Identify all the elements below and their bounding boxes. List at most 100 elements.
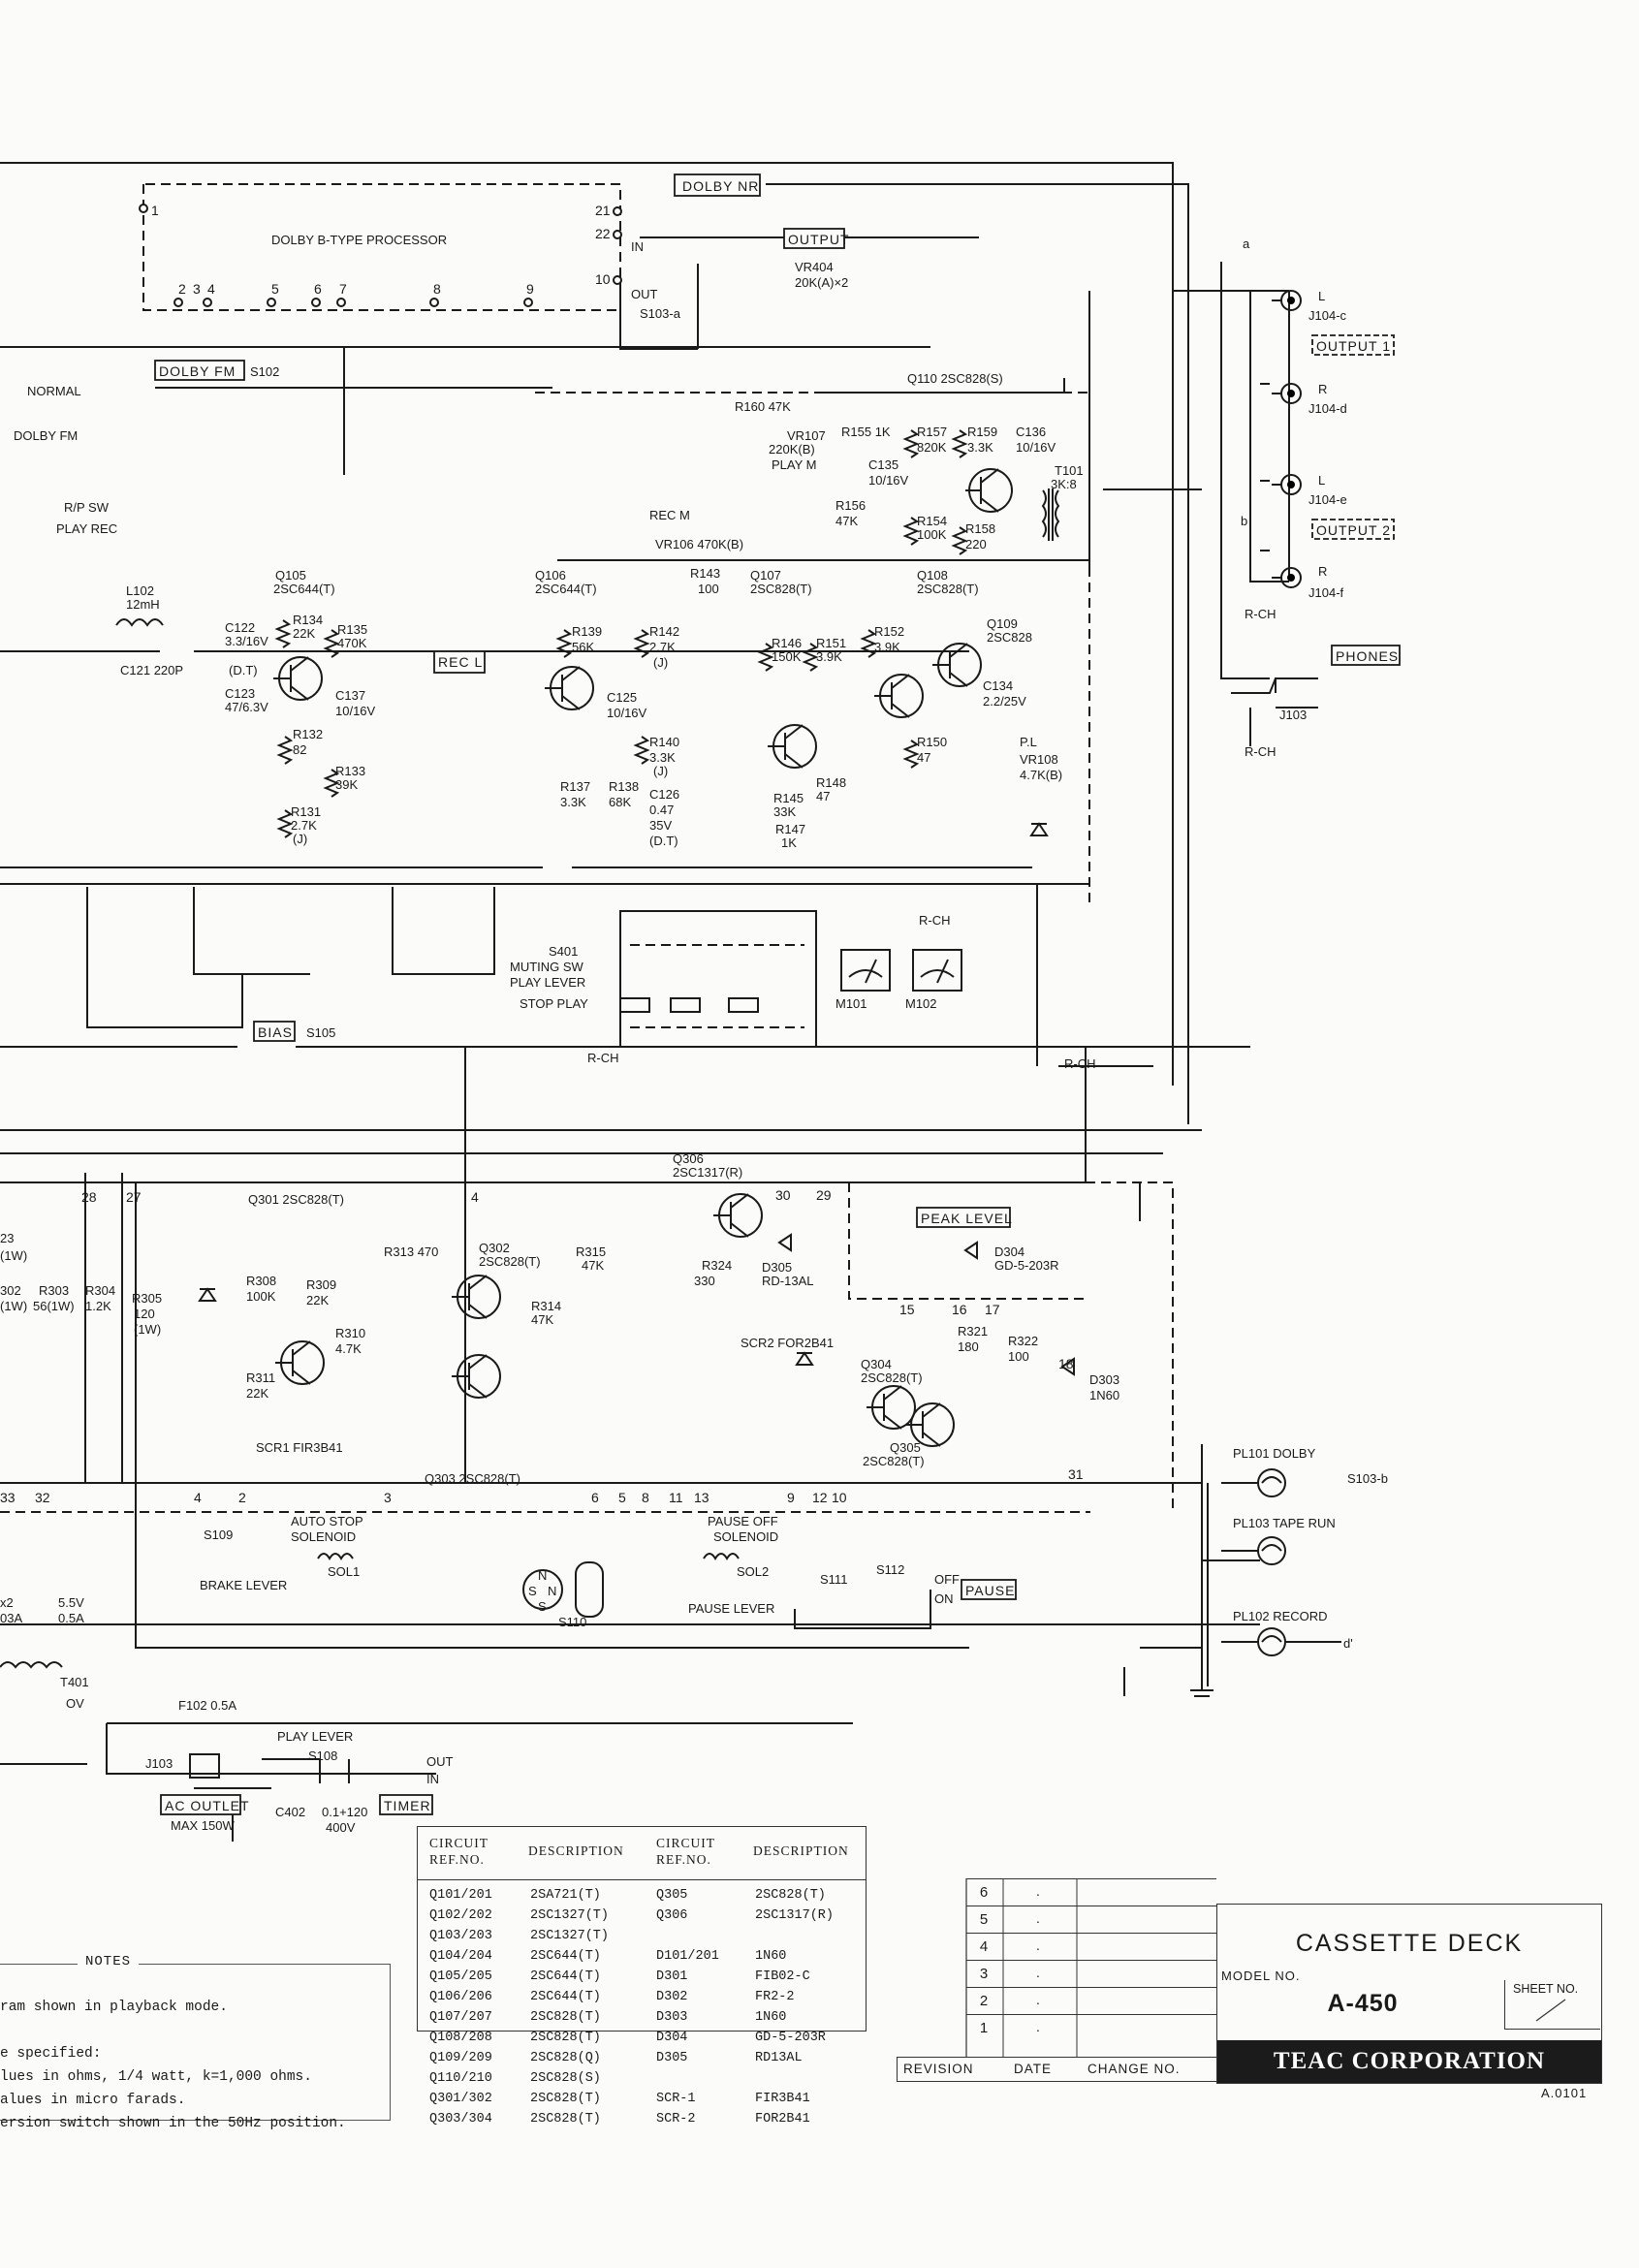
svg-text:28: 28 — [81, 1189, 97, 1205]
svg-text:3K:8: 3K:8 — [1051, 477, 1077, 491]
svg-text:PLAY LEVER: PLAY LEVER — [510, 975, 585, 990]
svg-text:400V: 400V — [326, 1820, 356, 1835]
parts-right-desc-0: 2SC828(T) — [755, 1888, 826, 1903]
svg-text:J104-c: J104-c — [1308, 308, 1347, 323]
svg-text:N: N — [538, 1568, 547, 1583]
parts-left-desc-6: 2SC828(T) — [530, 2010, 601, 2025]
svg-text:R157: R157 — [917, 425, 947, 439]
svg-text:100: 100 — [1008, 1349, 1029, 1364]
svg-text:R160 47K: R160 47K — [735, 399, 791, 414]
svg-text:27: 27 — [126, 1189, 142, 1205]
svg-text:100K: 100K — [246, 1289, 276, 1304]
svg-text:R-CH: R-CH — [587, 1051, 619, 1065]
peak-level-label-box: PEAK LEVEL — [916, 1207, 1013, 1228]
header-circuit-ref-left: CIRCUIT REF.NO. — [429, 1836, 489, 1867]
svg-text:R147: R147 — [775, 822, 805, 836]
svg-text:R324: R324 — [702, 1258, 732, 1273]
svg-text:S103-a: S103-a — [640, 306, 681, 321]
svg-text:22K: 22K — [306, 1293, 329, 1307]
svg-text:R310: R310 — [335, 1326, 365, 1340]
meter-m101 — [840, 949, 891, 992]
svg-text:56K: 56K — [572, 640, 594, 654]
svg-text:SOLENOID: SOLENOID — [291, 1529, 356, 1544]
svg-text:39K: 39K — [335, 777, 358, 792]
svg-text:2.7K: 2.7K — [649, 640, 676, 654]
svg-text:N: N — [548, 1584, 556, 1598]
svg-text:C123: C123 — [225, 686, 255, 701]
parts-right-ref-1: Q306 — [656, 1908, 688, 1923]
transformer-t401 — [0, 1661, 63, 1669]
parts-right-ref-11: SCR-2 — [656, 2112, 696, 2126]
svg-text:4.7K(B): 4.7K(B) — [1020, 768, 1062, 782]
svg-text:15: 15 — [899, 1302, 915, 1317]
svg-text:C125: C125 — [607, 690, 637, 705]
svg-text:8: 8 — [642, 1490, 649, 1505]
svg-text:PEAK LEVEL: PEAK LEVEL — [921, 1211, 1013, 1226]
svg-text:b: b — [1241, 514, 1247, 528]
svg-text:R134: R134 — [293, 613, 323, 627]
notes-line: e specified: — [0, 2046, 102, 2062]
parts-left-ref-11: Q303/304 — [429, 2112, 492, 2126]
svg-text:R142: R142 — [649, 624, 679, 639]
inductor-l102 — [115, 618, 164, 627]
parts-left-desc-10: 2SC828(T) — [530, 2092, 601, 2106]
svg-text:OUTPUT 2: OUTPUT 2 — [1316, 522, 1391, 538]
svg-text:20K(A)×2: 20K(A)×2 — [795, 275, 848, 290]
product-name: CASSETTE DECK — [1295, 1930, 1524, 1957]
svg-text:SOL2: SOL2 — [737, 1564, 769, 1579]
svg-text:2.2/25V: 2.2/25V — [983, 694, 1026, 709]
parts-left-ref-0: Q101/201 — [429, 1888, 492, 1903]
svg-text:Q108: Q108 — [917, 568, 948, 583]
svg-text:D304: D304 — [994, 1244, 1024, 1259]
svg-text:10: 10 — [832, 1490, 847, 1505]
svg-text:PAUSE: PAUSE — [965, 1583, 1015, 1598]
svg-text:S111: S111 — [820, 1572, 847, 1587]
svg-text:R311: R311 — [246, 1370, 275, 1385]
svg-text:J104-e: J104-e — [1308, 492, 1347, 507]
parts-right-desc-9 — [755, 2068, 834, 2089]
svg-text:2SC828(T): 2SC828(T) — [750, 582, 812, 596]
svg-text:C122: C122 — [225, 620, 255, 635]
svg-text:(D.T): (D.T) — [649, 834, 678, 848]
svg-text:Q306: Q306 — [673, 1151, 704, 1166]
parts-left-desc-col: 2SA721(T)2SC1327(T)2SC1327(T)2SC644(T)2S… — [530, 1885, 609, 2129]
rec-l-label-box: REC L — [433, 650, 486, 674]
svg-text:(1W): (1W) — [0, 1299, 27, 1313]
svg-text:R154: R154 — [917, 514, 947, 528]
svg-text:C135: C135 — [868, 457, 898, 472]
svg-text:J103: J103 — [1279, 708, 1307, 722]
svg-text:L: L — [1318, 473, 1325, 488]
svg-text:S105: S105 — [306, 1025, 335, 1040]
dolby-nr-label-box: DOLBY NR — [674, 173, 761, 197]
svg-text:R303: R303 — [39, 1283, 69, 1298]
svg-text:(J): (J) — [653, 655, 668, 670]
revision-date-mark: . — [1036, 1883, 1040, 1899]
svg-text:AC OUTLET: AC OUTLET — [165, 1798, 250, 1813]
svg-text:Q304: Q304 — [861, 1357, 892, 1371]
svg-text:6: 6 — [591, 1490, 599, 1505]
svg-text:Q106: Q106 — [535, 568, 566, 583]
svg-text:REC L: REC L — [438, 654, 483, 670]
diodes-lower — [198, 822, 1075, 1376]
transistor-q108 — [874, 674, 924, 718]
svg-text:R305: R305 — [132, 1291, 162, 1306]
parts-left-desc-3: 2SC644(T) — [530, 1949, 601, 1964]
svg-text:SCR2 FOR2B41: SCR2 FOR2B41 — [741, 1336, 834, 1350]
svg-text:Q301 2SC828(T): Q301 2SC828(T) — [248, 1192, 344, 1207]
svg-text:(1W): (1W) — [0, 1248, 27, 1263]
svg-text:4.7K: 4.7K — [335, 1341, 362, 1356]
svg-text:M101: M101 — [835, 996, 867, 1011]
svg-text:C134: C134 — [983, 678, 1013, 693]
revision-row: 4. — [966, 1933, 1216, 1961]
svg-text:1.2K: 1.2K — [85, 1299, 111, 1313]
svg-text:DOLBY FM: DOLBY FM — [159, 363, 236, 379]
svg-text:PAUSE LEVER: PAUSE LEVER — [688, 1601, 774, 1616]
svg-text:33K: 33K — [773, 804, 796, 819]
svg-text:R315: R315 — [576, 1244, 606, 1259]
svg-text:1: 1 — [151, 203, 159, 218]
svg-text:S112: S112 — [876, 1562, 904, 1577]
svg-text:17: 17 — [985, 1302, 1000, 1317]
svg-text:R132: R132 — [293, 727, 323, 741]
